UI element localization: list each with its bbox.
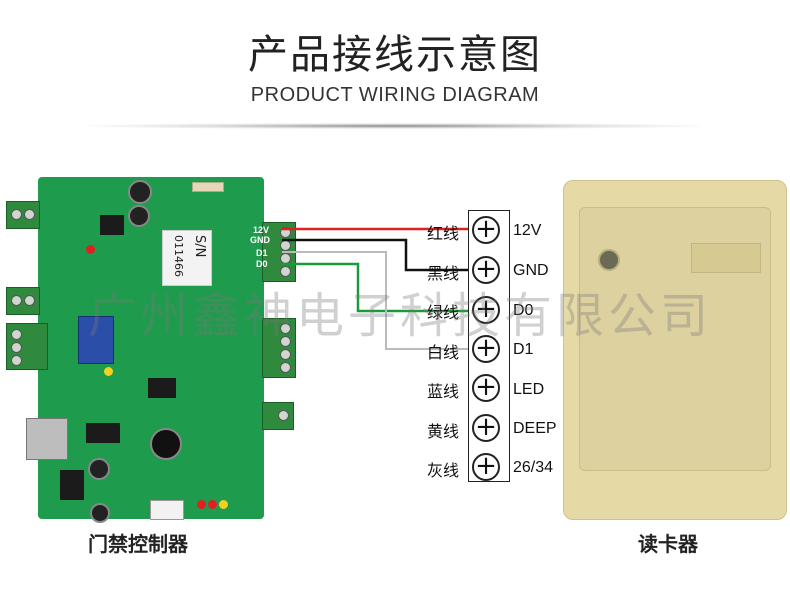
led-red-bottom-1 xyxy=(197,500,206,509)
board-pin-gnd: GND xyxy=(250,235,270,245)
wire-label-white: 白线 xyxy=(427,343,460,362)
access-controller-board xyxy=(38,177,264,519)
pin-name-deep: DEEP xyxy=(513,420,557,437)
terminal-block-door xyxy=(262,402,294,430)
wire-label-red: 红线 xyxy=(427,224,460,243)
plus-terminal-3: + xyxy=(472,296,500,324)
chip-2 xyxy=(86,423,120,443)
serial-sticker: S/N 011466 xyxy=(162,230,212,286)
pin-name-12v: 12V xyxy=(513,222,542,239)
plus-terminal-1: + xyxy=(472,216,500,244)
capacitor-1 xyxy=(128,180,152,204)
terminal-block-left-2 xyxy=(6,287,40,315)
wire-black xyxy=(282,238,468,272)
wire-white xyxy=(282,251,468,350)
plus-terminal-7: + xyxy=(472,453,500,481)
capacitor-2 xyxy=(128,205,150,227)
resistor xyxy=(192,182,224,192)
wire-label-blue: 蓝线 xyxy=(427,382,460,401)
wire-label-green: 绿线 xyxy=(427,303,460,322)
chip-1 xyxy=(148,378,176,398)
white-connector xyxy=(150,500,184,520)
plus-terminal-2: + xyxy=(472,256,500,284)
reader-caption: 读卡器 xyxy=(638,532,698,556)
plus-terminal-4: + xyxy=(472,335,500,363)
wire-green xyxy=(282,262,468,313)
capacitor-3 xyxy=(88,458,110,480)
board-pin-12v: 12V xyxy=(253,225,270,235)
wire-label-black: 黑线 xyxy=(427,264,460,283)
terminal-block-reader2 xyxy=(262,318,296,378)
led-yellow xyxy=(104,367,113,376)
controller-caption: 门禁控制器 xyxy=(88,532,188,556)
plus-terminal-6: + xyxy=(472,414,500,442)
relay xyxy=(78,316,114,364)
reader-indicator-led xyxy=(598,249,620,271)
board-pin-d1: D1 xyxy=(256,248,268,258)
capacitor-4 xyxy=(90,503,110,523)
buzzer xyxy=(150,428,182,460)
terminal-block-left-3 xyxy=(6,323,48,370)
led-red-top xyxy=(86,245,95,254)
pin-name-led: LED xyxy=(513,381,545,398)
wire-label-yellow: 黄线 xyxy=(427,422,460,441)
pin-name-gnd: GND xyxy=(513,262,549,279)
pin-name-d1: D1 xyxy=(513,341,534,358)
terminal-block-left-1 xyxy=(6,201,40,229)
page-subtitle: PRODUCT WIRING DIAGRAM xyxy=(250,84,540,106)
led-red-bottom-2 xyxy=(208,500,217,509)
pin-name-d0: D0 xyxy=(513,302,534,319)
chip-3 xyxy=(60,470,84,500)
board-pin-d0: D0 xyxy=(256,259,268,269)
led-yellow-bottom xyxy=(219,500,228,509)
chip-4 xyxy=(100,215,124,235)
reader-window xyxy=(691,243,761,273)
ethernet-port xyxy=(26,418,68,460)
page-title: 产品接线示意图 xyxy=(248,32,542,78)
plus-terminal-5: + xyxy=(472,374,500,402)
wire-label-gray: 灰线 xyxy=(427,461,460,480)
terminal-block-reader1 xyxy=(262,222,296,282)
title-divider xyxy=(90,123,700,129)
pin-name-26-34: 26/34 xyxy=(513,459,554,476)
